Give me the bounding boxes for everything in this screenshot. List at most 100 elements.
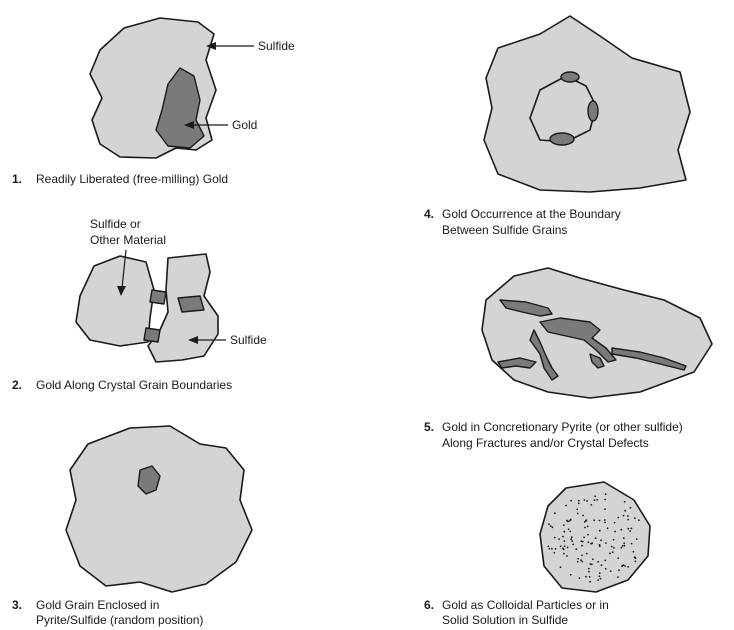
panel-2-sulfide-grain-left: [76, 256, 154, 346]
colloidal-dot: [600, 539, 602, 541]
colloidal-dot: [624, 545, 626, 547]
colloidal-dot: [569, 531, 571, 533]
colloidal-dot: [552, 526, 554, 528]
colloidal-dot: [605, 568, 607, 570]
colloidal-dot: [553, 552, 555, 554]
colloidal-dot: [634, 517, 636, 519]
panel-2-top-label-line-2: Other Material: [90, 233, 166, 247]
colloidal-dot: [601, 564, 603, 566]
colloidal-dot: [558, 538, 560, 540]
colloidal-dot: [583, 499, 585, 501]
colloidal-dot: [550, 525, 552, 527]
panel-6-caption-line-2: Solid Solution in Sulfide: [442, 613, 568, 627]
colloidal-dot: [599, 520, 601, 522]
colloidal-dot: [605, 493, 607, 495]
colloidal-dot: [549, 548, 551, 550]
panel-1-sulfide-label: Sulfide: [258, 39, 295, 53]
colloidal-dot: [611, 546, 613, 548]
panel-4: 4. Gold Occurrence at the Boundary Betwe…: [424, 16, 690, 237]
colloidal-dot: [590, 543, 592, 545]
colloidal-dot: [582, 541, 584, 543]
colloidal-dot: [582, 515, 584, 517]
colloidal-dot: [590, 504, 592, 506]
colloidal-dot: [563, 553, 565, 555]
colloidal-dot: [586, 500, 588, 502]
colloidal-dot: [568, 528, 570, 530]
colloidal-dot: [595, 537, 597, 539]
colloidal-dot: [563, 531, 565, 533]
colloidal-dot: [631, 543, 633, 545]
colloidal-dot: [600, 578, 602, 580]
colloidal-dot: [597, 579, 599, 581]
colloidal-dot: [623, 515, 625, 517]
colloidal-dot: [567, 547, 569, 549]
colloidal-dot: [584, 521, 586, 523]
colloidal-dot: [633, 551, 635, 553]
colloidal-dot: [623, 542, 625, 544]
colloidal-dot: [586, 553, 588, 555]
colloidal-dot: [548, 523, 550, 525]
colloidal-dot: [580, 559, 582, 561]
colloidal-dot: [605, 542, 607, 544]
colloidal-dot: [592, 558, 594, 560]
panel-4-gold-particle-2: [588, 101, 598, 121]
colloidal-dot: [607, 527, 609, 529]
panel-5-caption-line-2: Along Fractures and/or Crystal Defects: [442, 436, 649, 450]
colloidal-dot: [570, 519, 572, 521]
colloidal-dot: [609, 553, 611, 555]
colloidal-dot: [604, 499, 606, 501]
panel-1: Sulfide Gold 1. Readily Liberated (free-…: [12, 18, 295, 186]
colloidal-dot: [610, 570, 612, 572]
colloidal-dot: [565, 505, 567, 507]
panel-2-gold-boundary-1: [150, 290, 166, 304]
colloidal-dot: [560, 566, 562, 568]
panel-3-sulfide-grain: [66, 426, 252, 592]
colloidal-dot: [634, 556, 636, 558]
colloidal-dot: [579, 577, 581, 579]
colloidal-dot: [631, 528, 633, 530]
colloidal-dot: [597, 561, 599, 563]
colloidal-dot: [584, 527, 586, 529]
panel-6-number: 6.: [424, 598, 434, 612]
colloidal-dot: [618, 569, 620, 571]
colloidal-dot: [571, 540, 573, 542]
colloidal-dot: [627, 528, 629, 530]
colloidal-dot: [621, 565, 623, 567]
colloidal-dot: [588, 541, 590, 543]
colloidal-dot: [578, 500, 580, 502]
colloidal-dot: [599, 530, 601, 532]
colloidal-dot: [554, 512, 556, 514]
colloidal-dot: [560, 545, 562, 547]
panel-1-caption-line-1: Readily Liberated (free-milling) Gold: [36, 172, 228, 186]
colloidal-dot: [614, 522, 616, 524]
colloidal-dot: [599, 544, 601, 546]
colloidal-dot: [627, 566, 629, 568]
colloidal-dot: [581, 545, 583, 547]
colloidal-dot: [566, 555, 568, 557]
panel-3: 3. Gold Grain Enclosed in Pyrite/Sulfide…: [12, 426, 252, 627]
colloidal-dot: [612, 551, 614, 553]
colloidal-dot: [581, 554, 583, 556]
colloidal-dot: [613, 547, 615, 549]
colloidal-dot: [577, 561, 579, 563]
panel-4-number: 4.: [424, 207, 434, 221]
colloidal-dot: [594, 495, 596, 497]
colloidal-dot: [604, 522, 606, 524]
colloidal-dot: [613, 539, 615, 541]
colloidal-dot: [593, 519, 595, 521]
panel-2-gold-boundary-3: [178, 296, 204, 312]
colloidal-dot: [585, 519, 587, 521]
panel-3-caption-line-2: Pyrite/Sulfide (random position): [36, 613, 203, 627]
colloidal-dot: [635, 561, 637, 563]
colloidal-dot: [594, 499, 596, 501]
colloidal-dot: [620, 547, 622, 549]
colloidal-dot: [596, 499, 598, 501]
colloidal-dot: [636, 538, 638, 540]
colloidal-dot: [554, 537, 556, 539]
colloidal-dot: [563, 548, 565, 550]
colloidal-dot: [624, 510, 626, 512]
colloidal-dot: [571, 536, 573, 538]
colloidal-dot: [555, 548, 557, 550]
colloidal-dot: [620, 529, 622, 531]
